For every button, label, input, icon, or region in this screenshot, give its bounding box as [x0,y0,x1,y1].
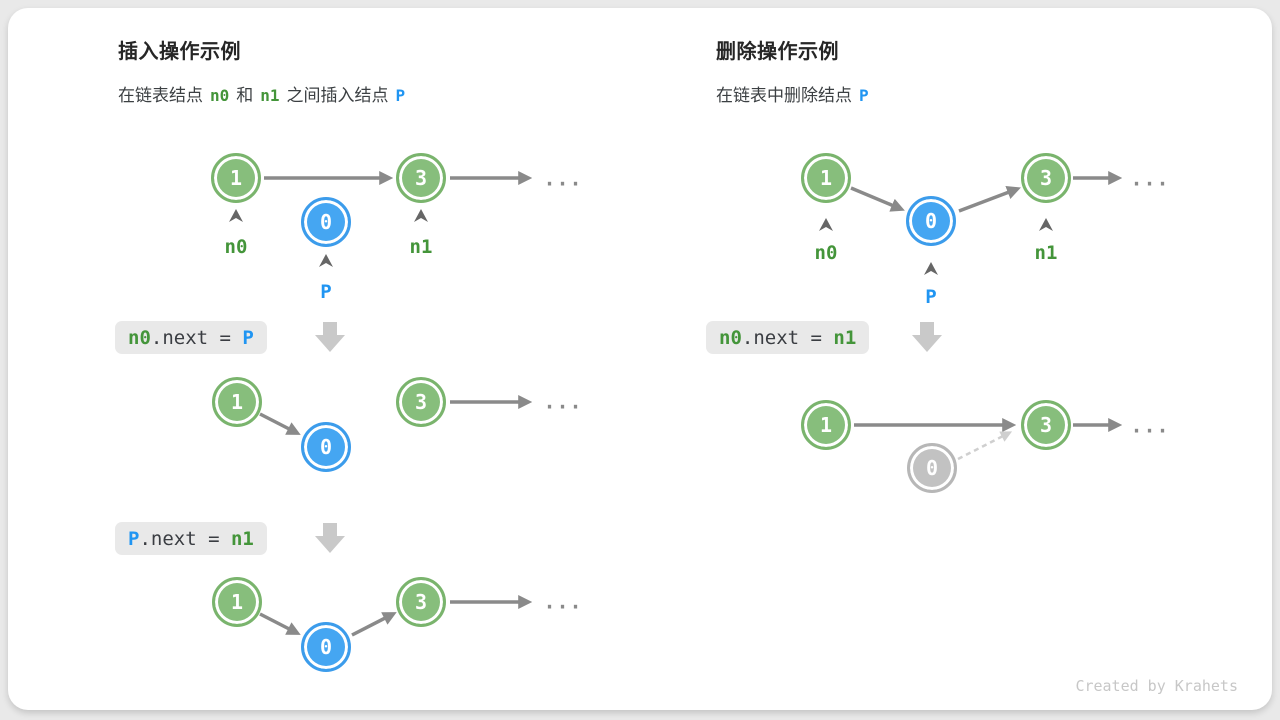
step-down-arrows [315,322,942,553]
caret-icon [1039,218,1053,231]
caret-icon [924,262,938,275]
node-3: 3 [1021,400,1071,450]
subtitle-text: 之间插入结点 [286,86,389,105]
node-0-inserted: 0 [301,622,351,672]
arrow-1-to-0 [259,612,301,635]
node-0-to-insert: 0 [301,197,351,247]
pointer-label-n1: n1 [1034,242,1058,264]
code-token-n1: n1 [833,326,857,349]
code-token-op: .next = [150,326,243,349]
ellipsis: ... [543,389,583,414]
node-1: 1 [801,400,851,450]
code-token-n0: n0 [128,326,151,349]
ellipsis: ... [543,166,583,191]
down-arrow-icon [912,322,942,352]
caret-icon [414,209,428,222]
insert-step2-arrows [259,395,533,435]
code-token-op: .next = [741,326,834,349]
delete-panel-subtitle: 在链表中删除结点 P [716,81,876,106]
ellipsis: ... [543,589,583,614]
token-n1: n1 [260,86,280,105]
pointer-label-n0: n0 [814,242,838,264]
code-token-p: P [128,527,140,550]
node-1: 1 [212,577,262,627]
node-3: 3 [396,377,446,427]
down-arrow-icon [315,322,345,352]
pointer-label-n1: n1 [409,236,433,258]
pointer-label-n0: n0 [224,236,248,258]
dashed-arrow-removed-0-to-3 [957,431,1013,461]
token-n0: n0 [210,86,230,105]
code-n0-next-n1: n0.next = n1 [706,321,870,354]
node-1: 1 [211,153,261,203]
node-1: 1 [212,377,262,427]
ellipsis: ... [1130,166,1170,191]
insert-panel-title: 插入操作示例 [118,41,241,63]
arrow-0-to-3 [958,185,1021,213]
caret-icon [229,209,243,222]
token-p: P [395,86,406,105]
code-n0-next-p: n0.next = P [115,321,267,354]
code-p-next-n1: P.next = n1 [115,522,267,555]
delete-step2-arrows [854,418,1123,461]
node-3: 3 [396,577,446,627]
node-0-to-delete: 0 [906,196,956,246]
down-arrow-icon [315,523,345,553]
subtitle-text: 和 [236,86,254,105]
code-token-n1: n1 [230,527,254,550]
insert-panel-subtitle: 在链表结点 n0 和 n1 之间插入结点 P [118,81,412,106]
arrow-1-to-0 [259,412,301,435]
node-1: 1 [801,153,851,203]
node-3: 3 [396,153,446,203]
node-0-inserted: 0 [301,422,351,472]
pointer-label-p: P [925,286,937,308]
footer-credit: Created by Krahets [1075,677,1238,695]
subtitle-text: 在链表结点 [118,86,203,105]
caret-icon [319,254,333,267]
insert-step3-arrows [259,595,533,637]
code-token-op: .next = [139,527,231,550]
code-token-n0: n0 [719,326,742,349]
delete-panel-title: 删除操作示例 [716,41,839,63]
code-token-p: P [242,326,254,349]
node-0-removed: 0 [907,443,957,493]
arrow-1-to-0 [850,186,905,212]
node-3: 3 [1021,153,1071,203]
token-p: P [859,86,869,105]
pointer-label-p: P [320,281,332,303]
delete-step1-arrows [850,171,1123,213]
arrow-0-to-3 [351,612,397,637]
subtitle-text: 在链表中删除结点 [716,86,852,105]
caret-icon [819,218,833,231]
ellipsis: ... [1130,413,1170,438]
